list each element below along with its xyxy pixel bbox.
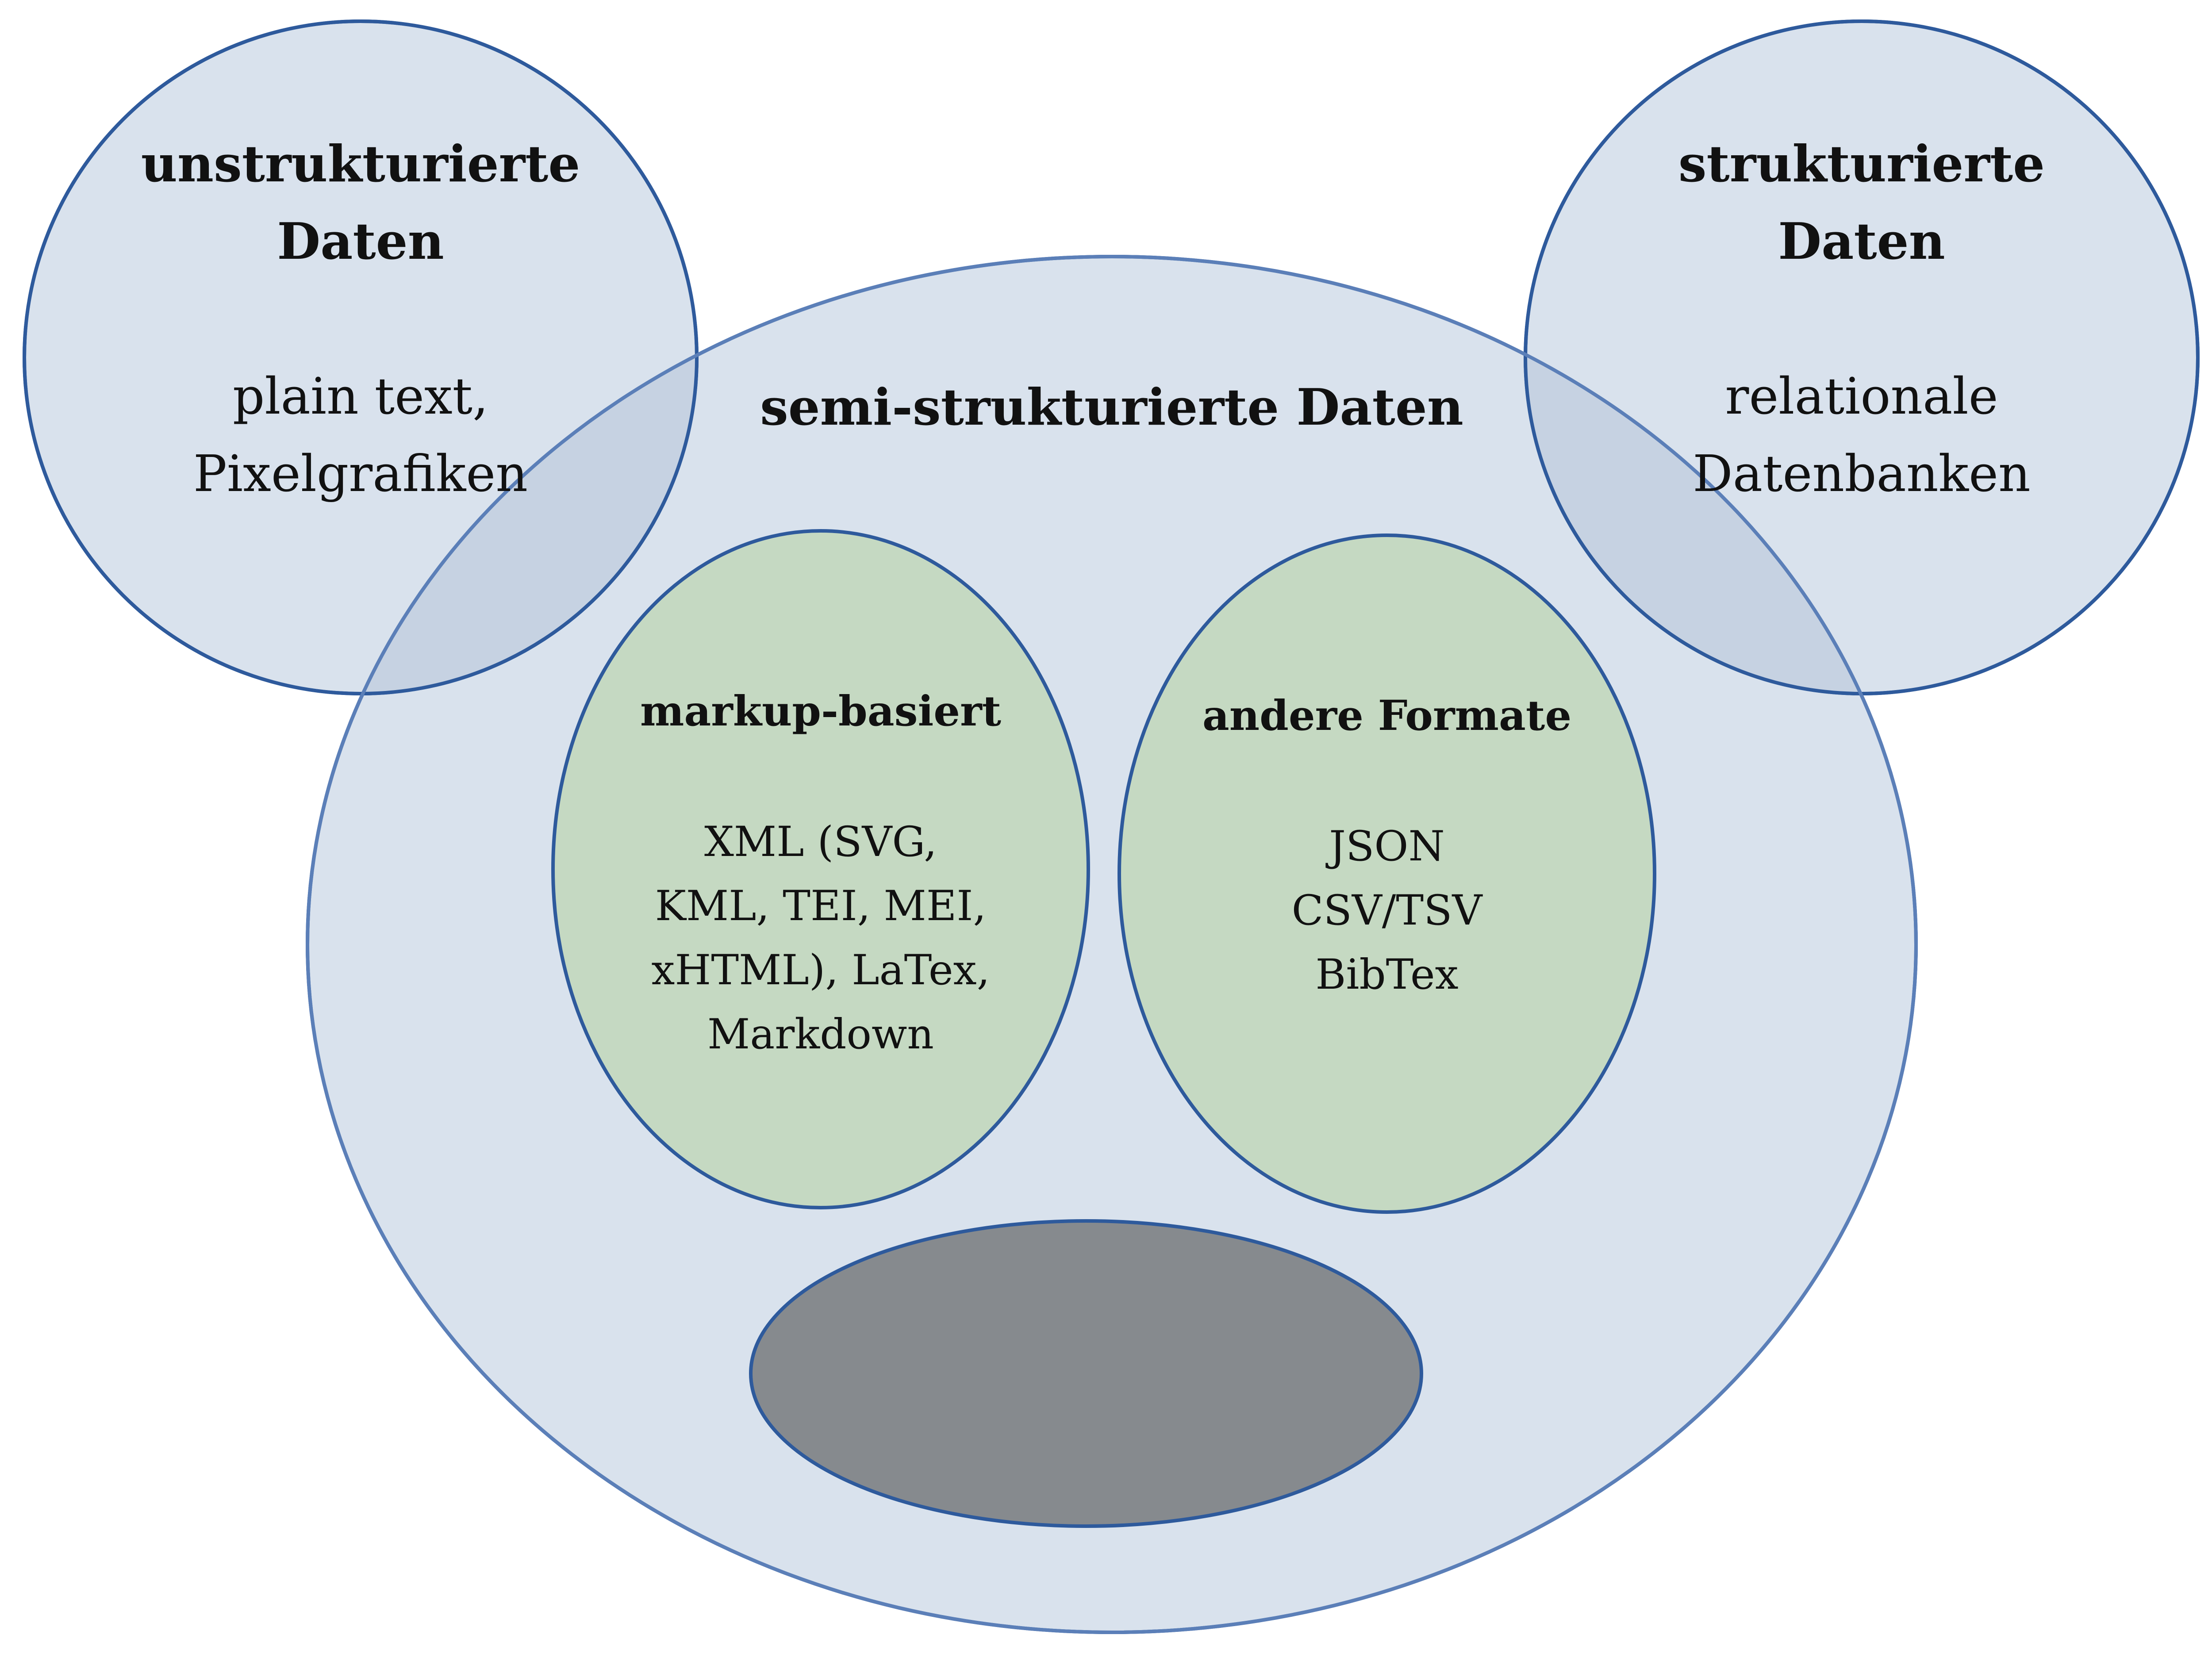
structured-body-line2: Datenbanken <box>1693 445 2031 503</box>
unstructured-body-line1: plain text, <box>233 367 488 426</box>
gray-ellipse <box>749 1219 1423 1528</box>
unstructured-body-line2: Pixelgrafiken <box>193 445 528 503</box>
other-formats-ellipse <box>1118 533 1656 1214</box>
other-formats-title: andere Formate <box>1202 691 1571 740</box>
unstructured-circle-outline <box>23 19 699 695</box>
structured-title-line2: Daten <box>1778 212 1945 271</box>
semi-structured-ellipse-outline <box>306 255 1918 1634</box>
markup-based-line2: KML, TEI, MEI, <box>655 882 987 930</box>
markup-based-line3: xHTML), LaTex, <box>651 946 990 994</box>
structured-title-line1: strukturierte <box>1678 134 2045 193</box>
markup-based-line1: XML (SVG, <box>704 818 937 866</box>
unstructured-title-line2: Daten <box>277 212 444 271</box>
other-formats-line1: JSON <box>1325 822 1444 871</box>
structured-body-line1: relationale <box>1725 367 1998 426</box>
markup-based-ellipse <box>551 529 1090 1209</box>
markup-based-title: markup-basiert <box>640 687 1001 736</box>
other-formats-line3: BibTex <box>1315 951 1458 999</box>
markup-based-line4: Markdown <box>707 1010 934 1059</box>
other-formats-line2: CSV/TSV <box>1292 886 1483 935</box>
semi-structured-title: semi-strukturierte Daten <box>760 378 1463 437</box>
unstructured-title-line1: unstrukturierte <box>141 134 580 193</box>
